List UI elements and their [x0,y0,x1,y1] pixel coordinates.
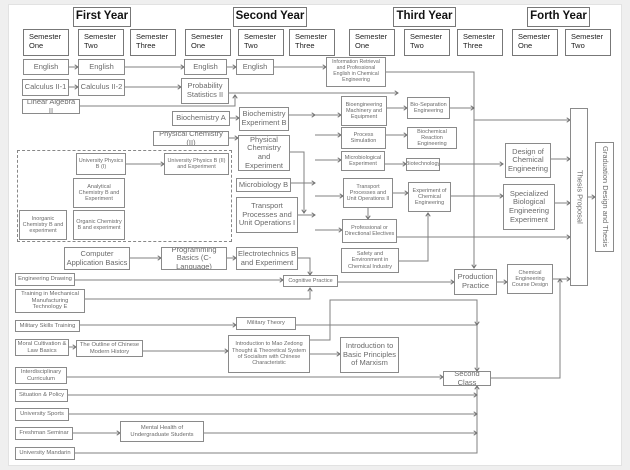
course-biochemA: Biochemistry A [172,111,230,126]
course-procsim: Process Simulation [341,127,386,149]
course-transport1: Transport Processes and Unit Operations … [236,197,298,233]
year-header: Third Year [393,7,456,27]
course-transport2: Transport Processes and Unit Operations … [343,178,393,208]
course-training: Training in Mechanical Manufacturing Tec… [15,289,85,313]
arrowhead-icon [311,180,316,186]
connector-line [386,71,475,268]
course-organic: Organic Chemistry B and experiment [73,210,125,240]
course-programming: Programming Basics (C-Language) [161,247,227,270]
arrowhead-icon [474,385,480,390]
semester-header: Semester One [349,29,395,56]
course-thesisprop: Thesis Proposal [570,108,588,286]
course-uphys2: University Physics B (II) and Experiment [164,153,229,175]
course-biochemreact: Biochemical Reaction Engineering [407,127,457,149]
course-milskills: Military Skills Training [15,320,80,332]
semester-header: Semester Three [457,29,503,56]
course-cognitive: Cognitive Practice [283,275,338,287]
course-microexp: Microbiological Experiment [341,151,385,171]
course-physchemExp: Physical Chemistry and Experiment [238,135,290,171]
course-mandarin: University Mandarin [15,447,75,460]
connector-line [298,257,311,275]
course-production: Production Practice [454,269,497,295]
course-specbio: Specialized Biological Engineering Exper… [503,184,555,230]
course-graduation: Graduation Design and Thesis [595,142,614,252]
arrowhead-icon [394,90,399,96]
connector-line [491,279,561,379]
course-calc1: Calculus II-1 [22,79,69,96]
arrowhead-icon [311,212,316,218]
course-english1: English [23,59,69,75]
course-freshman: Freshman Seminar [15,427,73,440]
arrowhead-icon [232,94,238,99]
semester-header: Semester One [23,29,69,56]
course-uphys1: University Physics B (I) [76,153,126,175]
arrowhead-icon [557,278,563,283]
course-calc2: Calculus II-2 [78,79,125,96]
course-physchem2: Physical Chemistry (II) [153,131,229,146]
course-marxism: Introduction to Basic Principles of Marx… [340,337,399,373]
arrowhead-icon [471,264,477,269]
course-secondclass: Second Class [443,371,491,386]
course-analytical: Analytical Chemistry B and Experiment [73,178,125,208]
semester-header: Semester One [185,29,231,56]
course-mental: Mental Health of Undergraduate Students [120,421,204,442]
course-machinery: Bioengineering Machinery and Equipment [341,96,387,126]
semester-header: Semester Three [130,29,176,56]
course-mao: Introduction to Mao Zedong Thought & The… [228,335,310,373]
connector-line [290,151,305,213]
course-inorganic: Inorganic Chemistry B and experiment [19,210,67,240]
course-inforet: Information Retrieval and Professional E… [326,57,386,87]
course-prob: Probability Statistics II [181,78,229,104]
semester-header: Semester Two [404,29,450,56]
arrowhead-icon [301,209,307,214]
course-drawing: Engineering Drawing [15,273,75,286]
semester-header: Semester Two [565,29,611,56]
course-english4: English [236,59,274,75]
semester-header: Semester Two [78,29,124,56]
course-english3: English [184,59,227,75]
connector-line [80,95,236,107]
basic-science-group [17,150,232,242]
course-linalg: Linear Algebra II [22,99,80,114]
course-electro: Electrotechnics B and Experiment [236,247,298,270]
connector-line [75,386,478,454]
course-expchem: Experiment of Chemical Engineering [408,182,451,212]
arrowhead-icon [307,287,313,292]
course-situation: Situation & Policy [15,389,68,402]
semester-header: Semester Three [289,29,335,56]
arrowhead-icon [425,212,431,217]
arrowhead-icon [470,105,475,111]
course-biochemExp: Biochemistry Experiment B [239,107,289,131]
course-moral: Moral Cultivation & Law Basics [15,339,69,356]
connector-line [399,213,429,262]
semester-header: Semester One [512,29,558,56]
year-header: First Year [73,7,131,27]
course-safety: Safety and Environment in Chemical Indus… [341,248,399,273]
course-outline: The Outline of Chinese Modern History [76,340,143,357]
arrowhead-icon [499,161,504,167]
course-electives: Professional or Directional Electives [342,219,397,243]
connector-line [310,299,478,341]
connector-line [85,288,311,300]
course-computer: Computer Application Basics [64,247,130,270]
course-interdisc: Interdisciplinary Curriculum [15,367,67,384]
year-header: Second Year [233,7,307,27]
year-header: Forth Year [527,7,590,27]
course-sports: University Sports [15,408,69,421]
course-english2: English [78,59,125,75]
semester-header: Semester Two [238,29,284,56]
course-miltheory: Military Theory [236,317,296,330]
course-biosep: Bio-Separation Engineering [407,97,450,119]
course-biotech: Biotechnology [406,158,440,171]
course-microbio: Microbiology B [236,178,291,192]
arrowhead-icon [474,321,480,326]
course-coursedesign: Chemical Engineering Course Design [507,264,553,294]
course-design: Design of Chemical Engineering [505,143,551,178]
